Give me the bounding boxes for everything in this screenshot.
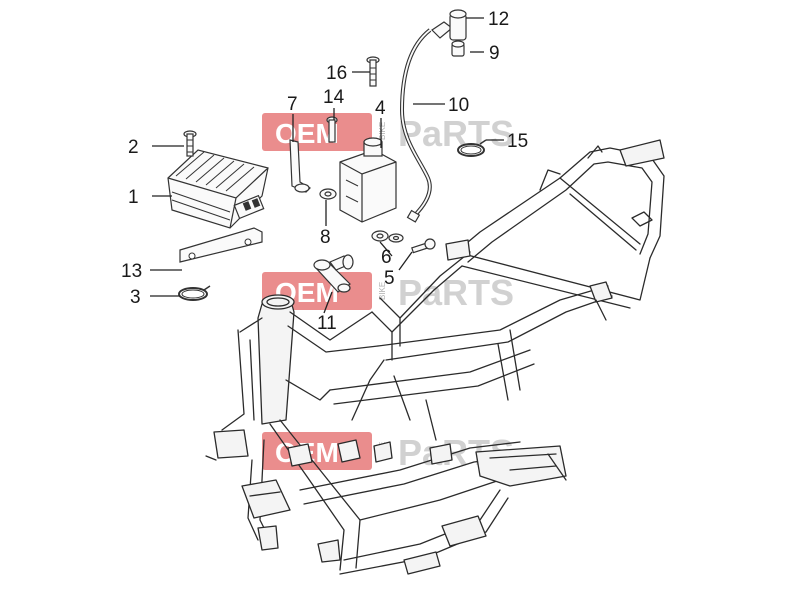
callout-5[interactable]: 5 [384, 268, 395, 289]
callout-4[interactable]: 4 [375, 98, 386, 119]
washer-6-part[interactable] [371, 230, 404, 243]
callout-15[interactable]: 15 [507, 131, 528, 152]
callout-11[interactable]: 11 [317, 313, 337, 334]
clamp-15-part[interactable] [457, 139, 487, 157]
spark-plug-cap-12-part[interactable] [431, 9, 467, 41]
callout-13[interactable]: 13 [121, 261, 142, 282]
callout-9[interactable]: 9 [489, 43, 500, 64]
callout-7[interactable]: 7 [287, 94, 298, 115]
cap-9-part[interactable] [451, 40, 465, 57]
callout-labels: 2 1 13 3 4 5 6 7 8 9 10 11 12 14 15 16 [121, 9, 528, 334]
callout-16[interactable]: 16 [326, 63, 347, 84]
callout-12[interactable]: 12 [488, 9, 509, 30]
bracket-7-part[interactable] [289, 139, 311, 193]
leader-lines [150, 17, 504, 314]
watermark-parts-text: PaRTS [398, 272, 514, 313]
callout-3[interactable]: 3 [130, 287, 141, 308]
callout-10[interactable]: 10 [448, 95, 469, 116]
callout-2[interactable]: 2 [128, 137, 139, 158]
scooter-frame [205, 139, 665, 575]
watermark-bike-text: BIKE [378, 282, 387, 300]
watermark-top: OEM BIKE PaRTS [262, 113, 514, 154]
ignition-unit-4-part[interactable] [339, 137, 397, 223]
tube-11-part[interactable] [313, 254, 354, 293]
watermark-bike-text: BIKE [378, 122, 387, 140]
callout-1[interactable]: 1 [128, 187, 139, 208]
voltage-regulator-part[interactable] [167, 149, 269, 229]
clamp-ring-3-part[interactable] [178, 285, 211, 301]
washer-8-part[interactable] [319, 188, 337, 200]
callout-8[interactable]: 8 [320, 227, 331, 248]
bolt-16-part[interactable] [366, 56, 380, 87]
bracket-13-part[interactable] [179, 227, 263, 263]
watermark-parts-text: PaRTS [398, 113, 514, 154]
callout-14[interactable]: 14 [323, 87, 345, 108]
callout-6[interactable]: 6 [381, 247, 392, 268]
watermark-oem-text: OEM [275, 118, 339, 149]
screw-5-part[interactable] [411, 238, 436, 254]
cable-10-part[interactable] [399, 28, 432, 223]
bolt-2-part[interactable] [183, 130, 197, 157]
bolt-14-part[interactable] [326, 116, 338, 143]
